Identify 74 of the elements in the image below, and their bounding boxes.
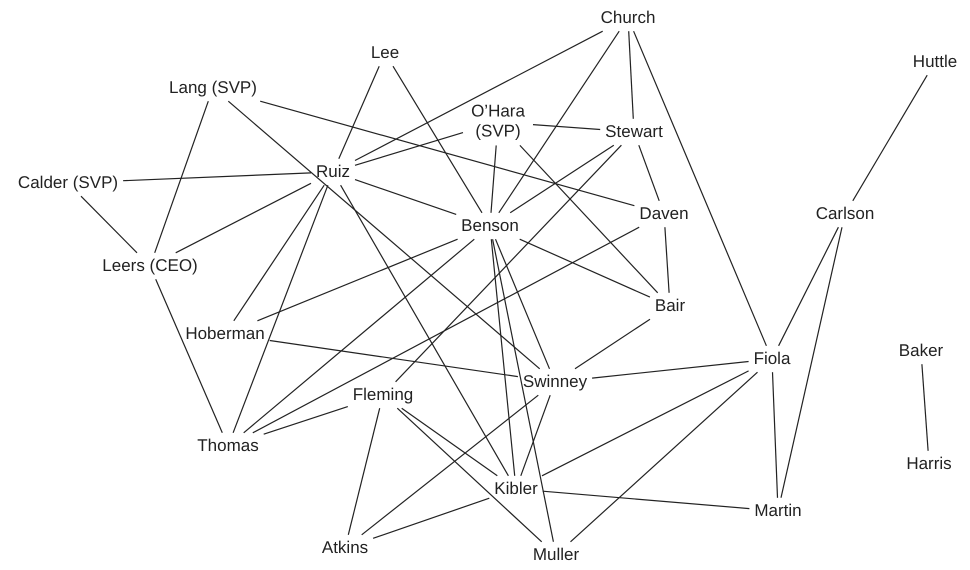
connector-line: [361, 394, 539, 536]
person-name: Swinney: [522, 372, 588, 392]
connector-line: [340, 184, 509, 476]
connector-line: [780, 227, 843, 498]
connector-line: [638, 145, 660, 201]
connector-line: [338, 66, 380, 160]
person-name: Fiola: [754, 348, 790, 370]
connector-line: [354, 132, 464, 166]
person-name: Hoberman: [185, 324, 265, 344]
person-name: Church: [600, 8, 656, 28]
person-name: Ruiz: [316, 162, 350, 182]
connector-line: [542, 490, 750, 510]
connector-line: [852, 74, 928, 202]
connector-line: [494, 238, 550, 370]
person-name: Lee: [370, 42, 400, 64]
connector-line: [348, 408, 380, 535]
connector-line: [401, 408, 498, 476]
connector-line: [175, 182, 312, 254]
connector-line: [154, 101, 209, 253]
connector-line: [498, 30, 620, 214]
connector-line: [252, 226, 640, 434]
connector-line: [264, 406, 348, 435]
person-name: Fleming: [352, 384, 414, 406]
connector-line: [354, 30, 603, 162]
connector-line: [392, 66, 483, 214]
connector-line: [592, 360, 749, 379]
person-name: Huttle: [912, 52, 958, 72]
connector-line: [372, 498, 490, 539]
person-name: Atkins: [322, 538, 368, 558]
connector-line: [510, 144, 614, 214]
connector-line: [233, 184, 325, 322]
connector-line: [232, 184, 328, 434]
connector-line: [396, 408, 542, 542]
connector-line: [395, 144, 622, 382]
person-name: Daven: [639, 204, 689, 224]
connector-line: [228, 100, 540, 370]
connector-line: [570, 372, 758, 542]
person-name: Lang (SVP): [169, 78, 257, 98]
connector-line: [772, 372, 778, 498]
connector-line: [519, 145, 658, 294]
connector-line: [354, 179, 456, 215]
person-name: O’Hara (SVP): [468, 102, 528, 142]
person-name: Leers (CEO): [102, 256, 198, 276]
connector-line: [520, 395, 551, 476]
person-name: Thomas: [197, 436, 259, 456]
connector-line: [778, 226, 839, 346]
connector-line: [490, 239, 516, 476]
connector-line: [542, 370, 749, 476]
connector-line: [490, 145, 497, 213]
person-name: Kibler: [494, 478, 538, 500]
person-name: Calder (SVP): [18, 172, 118, 194]
connector-line: [519, 238, 650, 298]
person-name: Martin: [754, 500, 802, 522]
connector-line: [270, 340, 518, 378]
connector-line: [664, 227, 670, 293]
person-name: Baker: [898, 340, 944, 362]
person-name: Stewart: [605, 122, 663, 142]
connector-line: [532, 124, 600, 130]
person-name: Benson: [461, 216, 519, 236]
person-name: Harris: [906, 454, 952, 474]
connector-line: [492, 239, 554, 542]
connector-line: [260, 100, 635, 206]
connector-line: [628, 31, 634, 119]
connector-line: [257, 238, 458, 322]
connector-line: [80, 196, 138, 254]
person-name: Bair: [654, 296, 686, 316]
person-name: Muller: [532, 544, 580, 566]
person-name: Carlson: [816, 204, 874, 224]
connector-line: [574, 318, 650, 370]
connector-line: [123, 172, 312, 182]
connector-line: [243, 238, 475, 434]
connector-line: [633, 30, 767, 346]
connector-line: [155, 278, 223, 434]
connector-line: [921, 364, 929, 451]
